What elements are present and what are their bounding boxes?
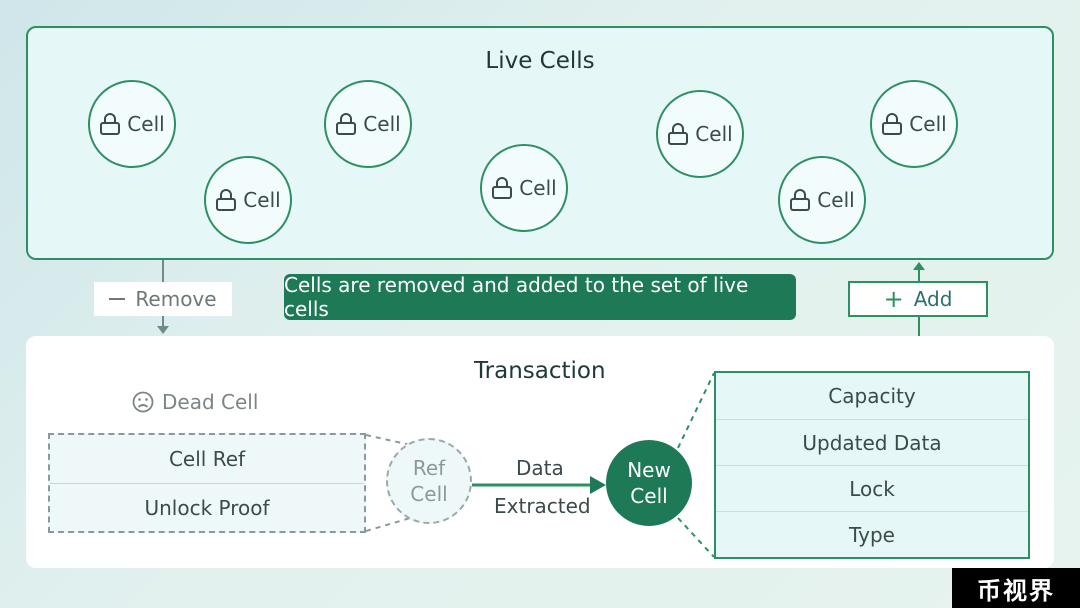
new-cell-line: Cell <box>630 484 668 508</box>
cell-label: Cell <box>127 112 165 136</box>
lock-icon <box>492 177 513 199</box>
live-cell: Cell <box>778 156 866 244</box>
dead-cell-field: Unlock Proof <box>50 483 364 531</box>
cell-label: Cell <box>243 188 281 212</box>
dead-cell-label: Dead Cell <box>132 390 258 414</box>
add-connector-bottom <box>918 317 920 336</box>
ref-cell-line: Cell <box>410 482 448 506</box>
sad-face-icon <box>132 391 154 413</box>
live-cell: Cell <box>324 80 412 168</box>
data-arrow-head <box>590 476 606 494</box>
live-cell: Cell <box>656 90 744 178</box>
lock-icon <box>336 113 357 135</box>
lock-icon <box>882 113 903 135</box>
cell-label: Cell <box>695 122 733 146</box>
ref-cell-line: Ref <box>412 456 446 480</box>
remove-connector-top <box>162 260 164 282</box>
add-label: + Add <box>848 281 988 317</box>
property-updated-data: Updated Data <box>716 419 1028 465</box>
live-cell: Cell <box>480 144 568 232</box>
transaction-panel: Transaction Dead Cell Cell Ref Unlock Pr… <box>26 336 1054 568</box>
info-banner: Cells are removed and added to the set o… <box>284 273 796 321</box>
new-cell-line: New <box>627 458 671 482</box>
new-cell-properties: Capacity Updated Data Lock Type <box>714 371 1030 559</box>
live-cell: Cell <box>88 80 176 168</box>
up-arrow-icon <box>913 262 925 270</box>
dead-cell-text: Dead Cell <box>162 390 259 414</box>
lock-icon <box>790 189 811 211</box>
remove-label: Remove <box>94 282 232 316</box>
watermark: 币视界 <box>952 568 1080 608</box>
edge-label-data: Data <box>516 456 564 480</box>
live-cells-title: Live Cells <box>485 48 595 74</box>
add-connector-top <box>918 270 920 281</box>
dead-cell-box: Cell Ref Unlock Proof <box>48 433 366 533</box>
remove-connector-bottom <box>162 316 164 328</box>
property-lock: Lock <box>716 465 1028 511</box>
plus-icon: + <box>883 285 904 313</box>
ref-cell: Ref Cell <box>386 438 472 524</box>
live-cell: Cell <box>870 80 958 168</box>
down-arrow-icon <box>157 326 169 334</box>
live-cells-panel: Live Cells Cell Cell Cell Cell Cell Cell… <box>26 26 1054 260</box>
dead-cell-field: Cell Ref <box>168 447 246 471</box>
lock-icon <box>216 189 237 211</box>
cell-label: Cell <box>363 112 401 136</box>
lock-icon <box>100 113 121 135</box>
new-to-props-connector-bottom <box>677 517 715 558</box>
cell-label: Cell <box>519 176 557 200</box>
property-capacity: Capacity <box>828 384 916 408</box>
transaction-title: Transaction <box>474 358 606 384</box>
new-to-props-connector-top <box>677 372 715 449</box>
new-cell: New Cell <box>606 440 692 526</box>
lock-icon <box>668 123 689 145</box>
minus-icon <box>109 298 126 300</box>
add-text: Add <box>913 287 953 311</box>
remove-text: Remove <box>135 287 217 311</box>
cell-label: Cell <box>817 188 855 212</box>
banner-text: Cells are removed and added to the set o… <box>284 273 749 321</box>
edge-label-extracted: Extracted <box>494 494 591 518</box>
cell-label: Cell <box>909 112 947 136</box>
property-type: Type <box>716 511 1028 557</box>
live-cell: Cell <box>204 156 292 244</box>
